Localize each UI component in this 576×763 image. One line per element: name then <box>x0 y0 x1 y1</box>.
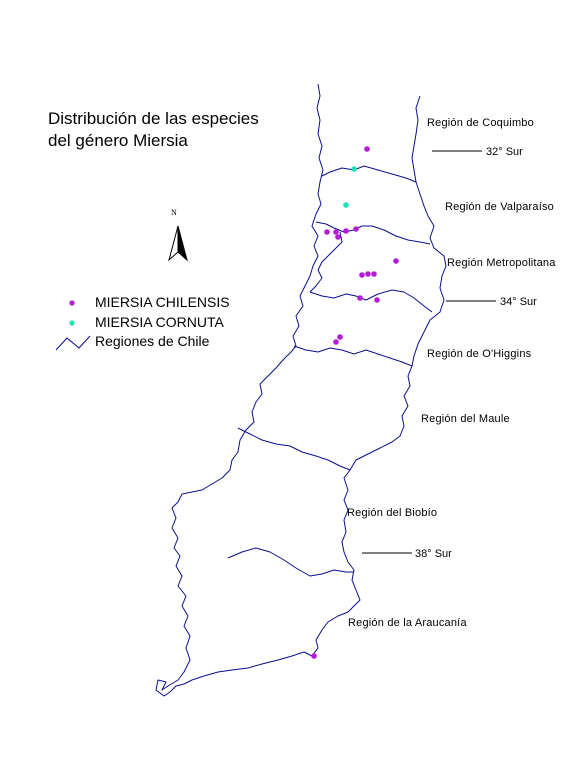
legend-label: Regiones de Chile <box>95 333 210 349</box>
legend-boundary-line-icon <box>55 335 91 351</box>
point-miersia-chilensis <box>374 297 380 303</box>
region-label-biobio: Región del Biobío <box>347 507 438 519</box>
legend-item-regions: Regiones de Chile <box>55 333 285 353</box>
boundary-ohiggins-maule <box>293 345 413 367</box>
legend-label: MIERSIA CHILENSIS <box>95 294 230 310</box>
point-miersia-chilensis <box>335 234 341 240</box>
region-label-valparaiso: Región de Valparaíso <box>445 201 554 213</box>
boundary-coquimbo-valparaiso <box>321 165 417 183</box>
point-miersia-chilensis <box>364 146 370 152</box>
point-miersia-chilensis <box>311 653 317 659</box>
point-miersia-cornuta <box>343 202 349 208</box>
legend-label: MIERSIA CORNUTA <box>95 314 224 330</box>
region-outline <box>155 83 447 697</box>
lat-label-38: 38° Sur <box>415 548 452 560</box>
map-title-line-2: del género Miersia <box>48 131 188 150</box>
point-miersia-chilensis <box>393 258 399 264</box>
boundary-metropolitana-ohiggins <box>309 289 433 313</box>
boundary-maule-biobio <box>237 427 351 471</box>
region-label-metropolitana: Región Metropolitana <box>447 257 556 269</box>
north-arrow-icon <box>168 225 188 262</box>
region-label-araucania: Región de la Araucanía <box>348 617 467 629</box>
region-label-ohiggins: Región de O'Higgins <box>427 348 532 360</box>
region-label-maule: Región del Maule <box>421 413 510 425</box>
region-label-coquimbo: Región de Coquimbo <box>427 117 534 129</box>
lat-label-32: 32° Sur <box>486 146 523 158</box>
point-miersia-chilensis <box>359 272 365 278</box>
boundary-biobio-araucania <box>227 547 354 577</box>
legend-chilensis-dot-icon <box>69 300 75 306</box>
boundary-valparaiso-metropolitana <box>315 221 431 245</box>
legend-item-chilensis: MIERSIA CHILENSIS <box>55 294 285 314</box>
lat-label-34: 34° Sur <box>500 296 537 308</box>
point-miersia-chilensis <box>365 271 371 277</box>
point-miersia-chilensis <box>324 229 330 235</box>
boundary-metropolitana-west <box>309 231 343 293</box>
point-miersia-chilensis <box>371 271 377 277</box>
point-miersia-chilensis <box>343 228 349 234</box>
legend-item-cornuta: MIERSIA CORNUTA <box>55 314 285 334</box>
point-miersia-chilensis <box>333 339 339 345</box>
map-title-line-1: Distribución de las especies <box>48 109 259 128</box>
point-miersia-chilensis <box>333 229 339 235</box>
point-miersia-cornuta <box>351 166 357 172</box>
map-title: Distribución de las especies del género … <box>48 108 259 152</box>
point-miersia-chilensis <box>337 334 343 340</box>
legend-cornuta-dot-icon <box>69 320 75 326</box>
point-miersia-chilensis <box>353 226 359 232</box>
point-miersia-chilensis <box>357 295 363 301</box>
north-letter: N <box>171 208 177 217</box>
